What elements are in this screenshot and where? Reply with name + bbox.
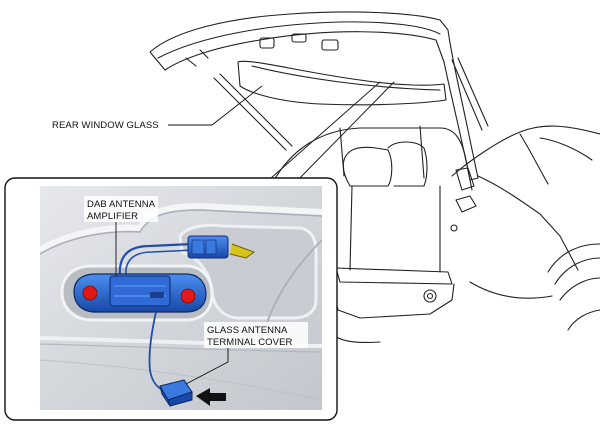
body-side	[451, 125, 600, 177]
harness-clip	[229, 243, 256, 259]
rear-seat	[342, 146, 393, 187]
vehicle-outline	[149, 11, 600, 344]
gas-strut-left	[213, 73, 293, 151]
rear-window-glass-leader	[168, 85, 263, 126]
glass-antenna-terminal-cover	[159, 379, 193, 407]
upper-connector	[187, 235, 229, 259]
rear-window-glass-label: REAR WINDOW GLASS	[52, 120, 159, 131]
arrow-icon	[196, 388, 226, 406]
label-terminal-cover: GLASS ANTENNA TERMINAL COVER	[185, 322, 308, 385]
label-dab-antenna-amplifier: DAB ANTENNA AMPLIFIER	[84, 196, 158, 276]
amplifier-cable-upper	[118, 242, 193, 279]
terminal-cover-leader	[185, 348, 229, 385]
dab-antenna-label-line1: DAB ANTENNA	[87, 199, 156, 210]
label-rear-window-glass: REAR WINDOW GLASS	[52, 85, 263, 131]
liftgate-frame	[149, 11, 479, 181]
mounting-bolt-left	[82, 285, 98, 301]
gas-strut-right	[451, 57, 489, 131]
mounting-bolt-right	[180, 288, 196, 304]
rear-window-glass-shape	[237, 60, 447, 106]
rear-wheel-arch	[547, 243, 600, 273]
dab-antenna-amplifier	[73, 273, 207, 313]
terminal-cover-label-line1: GLASS ANTENNA	[207, 325, 288, 336]
dab-antenna-label-line2: AMPLIFIER	[87, 211, 138, 222]
detail-inset: DAB ANTENNA AMPLIFIER GLASS ANTENNA TERM…	[4, 177, 338, 421]
callout-leader	[261, 81, 381, 187]
terminal-cover-label-line2: TERMINAL COVER	[207, 337, 293, 348]
